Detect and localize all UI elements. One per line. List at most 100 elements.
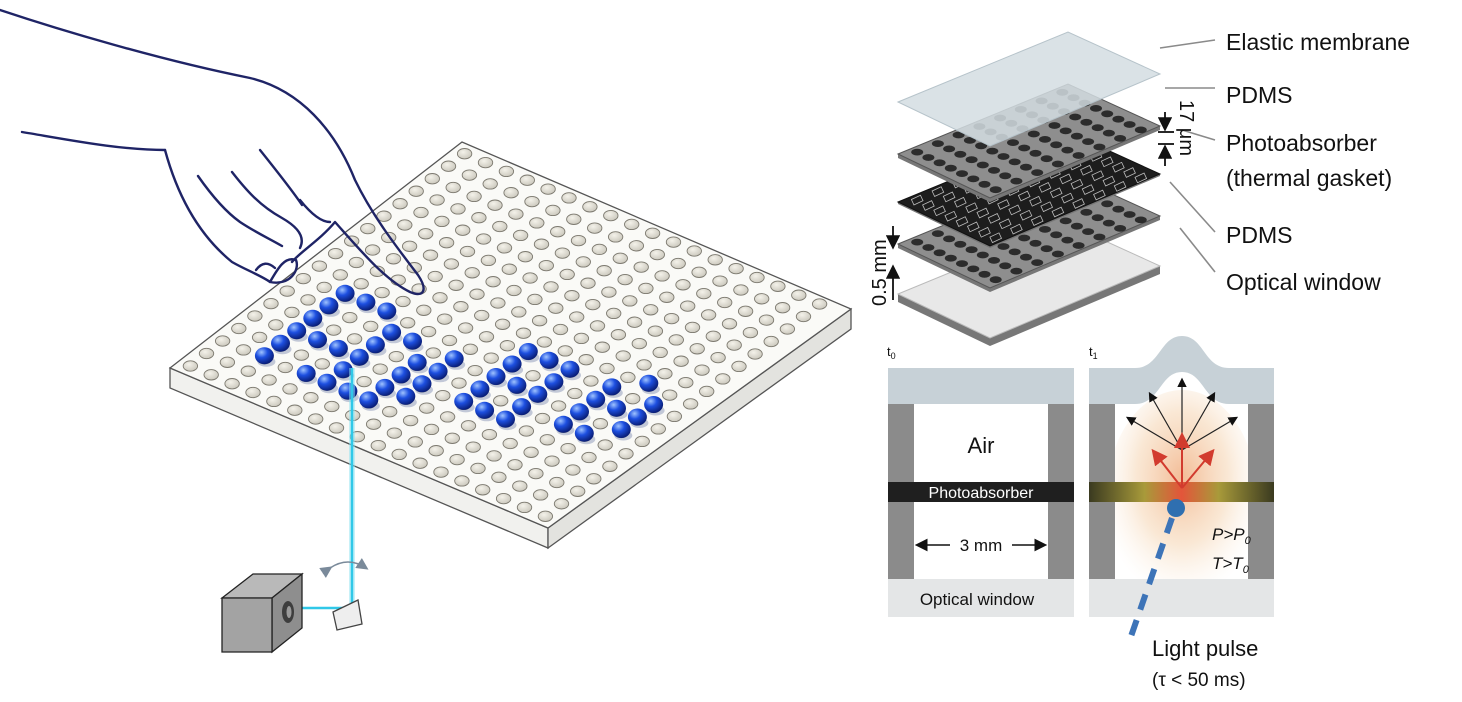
hole bbox=[721, 318, 738, 330]
hole bbox=[566, 213, 582, 225]
hole bbox=[631, 337, 647, 350]
hole bbox=[591, 243, 608, 256]
layer-cell bbox=[1051, 250, 1064, 258]
layer-cell bbox=[1020, 253, 1032, 261]
raised-dot bbox=[574, 424, 594, 442]
layer-cell bbox=[1031, 259, 1044, 266]
hole bbox=[481, 428, 498, 441]
layer-cell bbox=[1123, 167, 1136, 178]
layer-cell bbox=[1112, 205, 1125, 213]
layer-cell bbox=[1093, 233, 1106, 241]
hole bbox=[460, 420, 477, 432]
label-photoabsorber: Photoabsorber bbox=[1226, 130, 1377, 156]
hole bbox=[567, 387, 583, 400]
hole bbox=[438, 237, 455, 249]
layer-cell bbox=[1048, 122, 1061, 129]
hole bbox=[553, 498, 570, 510]
hole bbox=[490, 297, 506, 309]
hole bbox=[580, 277, 596, 289]
hole bbox=[422, 249, 439, 261]
hole bbox=[492, 220, 508, 233]
hole bbox=[324, 400, 340, 413]
hole bbox=[549, 476, 565, 489]
layer-cell bbox=[1123, 211, 1136, 218]
light-pulse-duration: (τ < 50 ms) bbox=[1152, 670, 1246, 691]
hole bbox=[469, 288, 485, 300]
layer-cell bbox=[976, 207, 990, 219]
layer-cell bbox=[1081, 184, 1095, 195]
hole bbox=[602, 460, 618, 472]
layer-cell bbox=[1050, 231, 1063, 239]
layer-cell bbox=[922, 154, 935, 161]
layer-cell bbox=[1091, 124, 1104, 132]
hole bbox=[451, 377, 467, 389]
hole bbox=[700, 309, 717, 321]
t1-wall-right-lower bbox=[1248, 502, 1274, 579]
hole bbox=[363, 320, 379, 333]
layer-cell bbox=[1039, 226, 1051, 233]
raised-dot bbox=[254, 347, 274, 365]
layer-cell bbox=[999, 262, 1012, 270]
raised-dot bbox=[444, 350, 464, 368]
hole bbox=[429, 194, 445, 206]
hole bbox=[382, 406, 398, 418]
hole bbox=[525, 370, 541, 382]
raised-dot bbox=[475, 401, 495, 419]
layer-cell bbox=[933, 205, 946, 217]
layer-cell bbox=[966, 221, 980, 233]
hole bbox=[747, 348, 763, 360]
hole bbox=[532, 489, 549, 501]
raised-dot bbox=[507, 376, 527, 394]
t1-label: t1 bbox=[1089, 344, 1098, 361]
heat-arrows bbox=[1151, 432, 1215, 489]
layer-cell bbox=[1072, 242, 1085, 249]
hole bbox=[395, 295, 411, 308]
hole bbox=[407, 436, 423, 448]
hole bbox=[570, 234, 587, 247]
hole bbox=[408, 185, 424, 197]
hole bbox=[419, 402, 435, 414]
layer-cell bbox=[944, 164, 957, 172]
hole bbox=[597, 439, 613, 451]
layer-cell bbox=[1061, 236, 1074, 244]
raised-dot bbox=[349, 348, 369, 366]
layer-cell bbox=[1080, 118, 1093, 126]
hole bbox=[435, 389, 451, 402]
hole bbox=[279, 285, 295, 297]
hole bbox=[478, 331, 495, 343]
hole bbox=[461, 169, 478, 181]
hole bbox=[522, 272, 538, 284]
t0-photoabsorber-label: Photoabsorber bbox=[929, 485, 1035, 502]
t1-wall-right-upper bbox=[1248, 404, 1274, 482]
hole bbox=[795, 310, 812, 323]
layer-cell bbox=[1080, 164, 1093, 176]
layer-cell bbox=[954, 150, 967, 158]
layer-cell bbox=[999, 172, 1012, 180]
hole bbox=[548, 302, 564, 314]
layer-cell bbox=[1082, 138, 1095, 146]
hole bbox=[583, 375, 599, 387]
hole bbox=[453, 301, 469, 313]
layer-cell bbox=[1040, 245, 1053, 253]
layer-cell bbox=[987, 213, 1001, 224]
hole bbox=[559, 268, 575, 281]
hole bbox=[625, 393, 641, 405]
hole bbox=[626, 316, 643, 328]
raised-dot bbox=[644, 396, 664, 413]
layer-cell bbox=[975, 142, 988, 150]
layer-cell bbox=[922, 244, 935, 251]
layer-cell bbox=[1080, 208, 1093, 216]
gap-label: 17 μm bbox=[1175, 100, 1197, 156]
hole bbox=[654, 270, 670, 282]
layer-cell bbox=[1090, 105, 1102, 112]
raised-dot bbox=[639, 374, 659, 392]
layer-cell bbox=[1134, 216, 1147, 224]
hole bbox=[578, 354, 594, 366]
hole bbox=[618, 448, 634, 460]
hole bbox=[268, 319, 284, 331]
hole bbox=[483, 352, 499, 364]
hole bbox=[314, 358, 330, 370]
hole bbox=[575, 256, 591, 268]
layer-cell bbox=[1069, 113, 1082, 121]
layer-cell bbox=[911, 238, 924, 246]
